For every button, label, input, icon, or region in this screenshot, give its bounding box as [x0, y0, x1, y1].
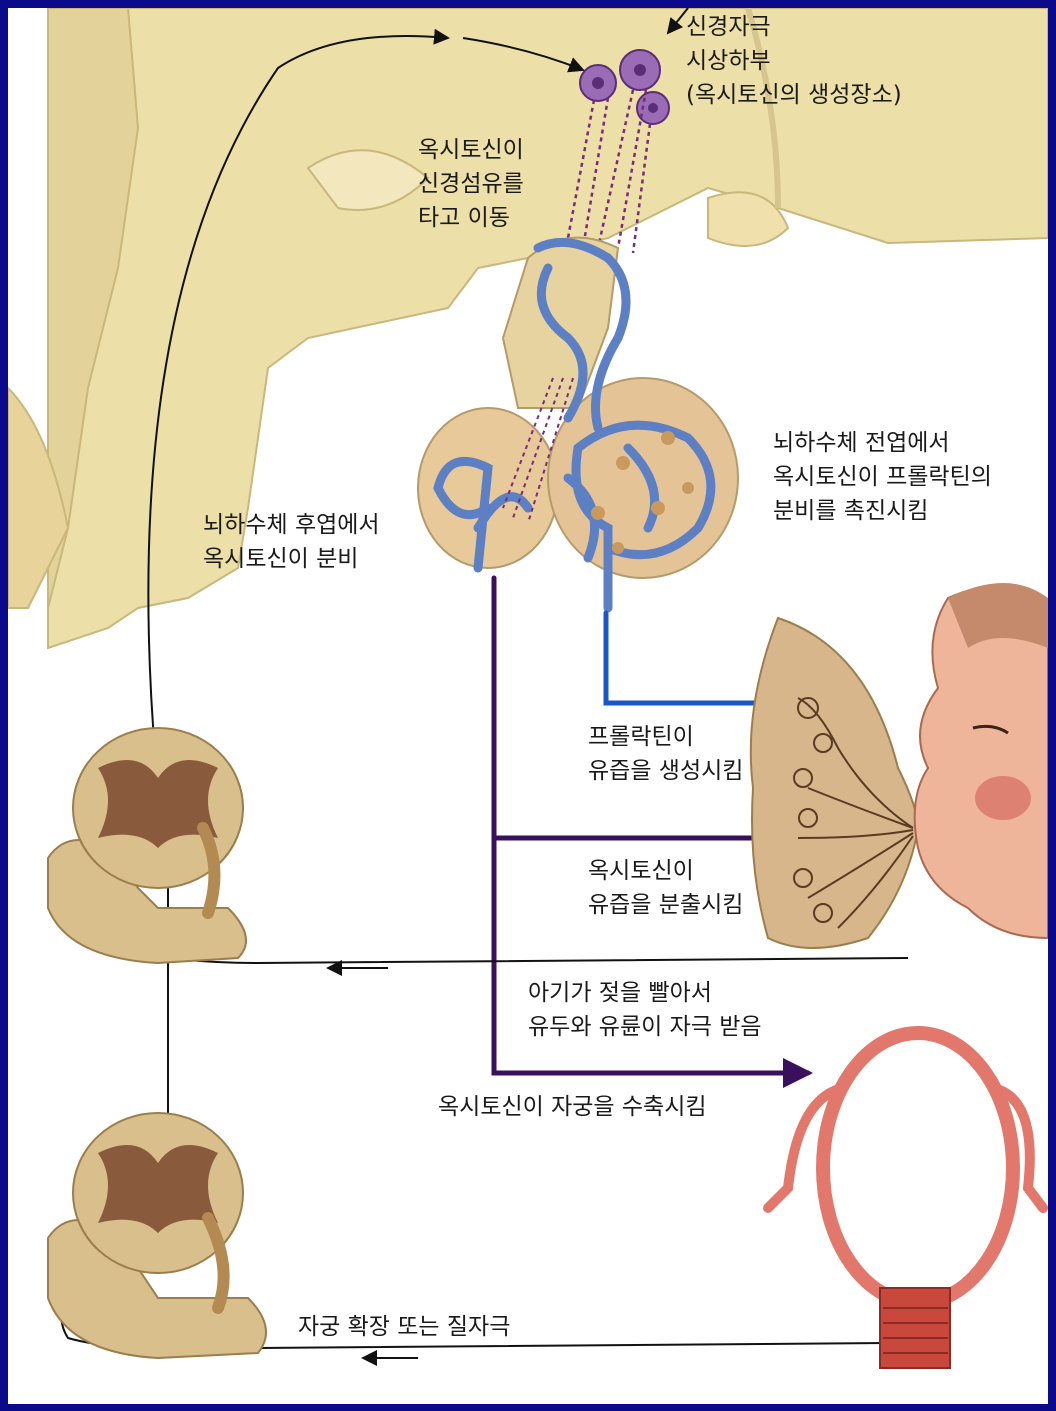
spinal-cord-upper: [48, 728, 246, 963]
uterus: [768, 1033, 1043, 1368]
pituitary-gland: [418, 238, 738, 608]
illustration: [8, 8, 1048, 1404]
uterus-contraction-label: 옥시토신이 자궁을 수축시킴: [438, 1090, 707, 1124]
breast: [751, 618, 918, 948]
hypothalamus-label: 신경자극 시상하부 (옥시토신의 생성장소): [686, 10, 902, 112]
transport-label: 옥시토신이 신경섬유를 타고 이동: [418, 133, 524, 235]
prolactin-label: 프롤락틴이 유즙을 생성시킴: [588, 720, 743, 788]
posterior-pituitary-label: 뇌하수체 후엽에서 옥시토신이 분비: [203, 508, 380, 576]
spinal-cord-lower: [48, 1113, 266, 1358]
milk-ejection-label: 옥시토신이 유즙을 분출시킴: [588, 854, 743, 922]
baby-face: [915, 583, 1048, 938]
anterior-pituitary-label: 뇌하수체 전엽에서 옥시토신이 프롤락틴의 분비를 촉진시킴: [773, 426, 992, 528]
diagram-canvas: 신경자극 시상하부 (옥시토신의 생성장소) 옥시토신이 신경섬유를 타고 이동…: [8, 8, 1048, 1404]
suckling-stimulus-label: 아기가 젖을 빨아서 유두와 유륜이 자극 받음: [528, 976, 762, 1044]
uterine-stretch-label: 자궁 확장 또는 질자극: [298, 1310, 510, 1344]
